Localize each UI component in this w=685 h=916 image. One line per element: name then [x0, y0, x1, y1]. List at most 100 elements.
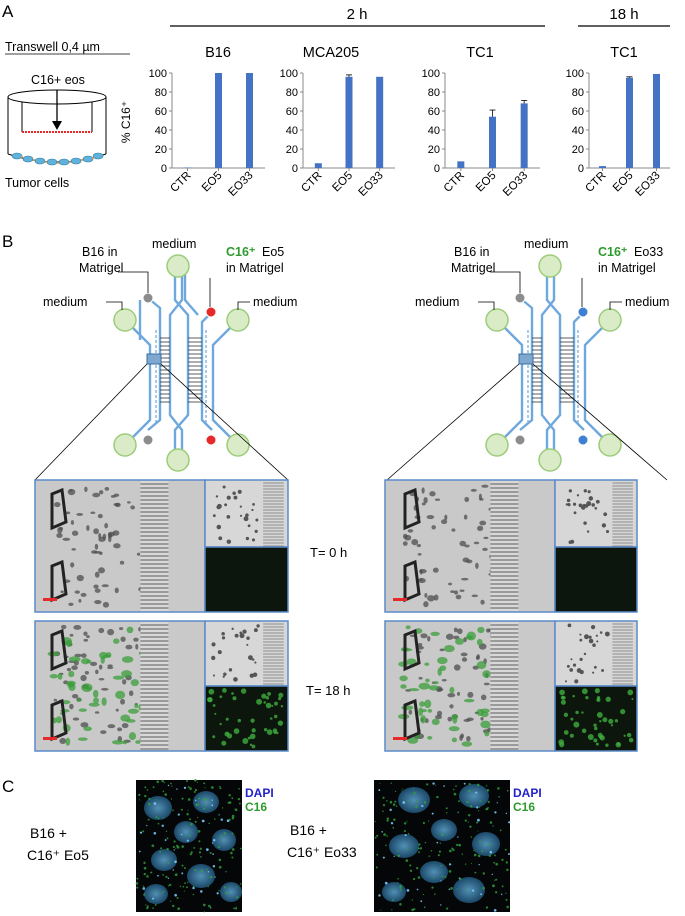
c16-signal [395, 805, 398, 807]
nucleus [389, 834, 419, 858]
c16-signal [399, 886, 402, 889]
c16-signal [175, 847, 177, 849]
dapi-speck [205, 848, 209, 852]
c16-signal [182, 885, 185, 888]
y-tick-label: 60 [572, 106, 584, 118]
dapi-speck [174, 860, 177, 864]
c16-signal [184, 882, 187, 885]
left-cells-label-2: Matrigel [79, 261, 123, 275]
chart-title-b16: B16 [205, 45, 231, 61]
left-eos-prefix: C16⁺ [226, 245, 256, 259]
transwell-diagram [7, 89, 107, 166]
dapi-speck [192, 886, 195, 890]
c16-signal [239, 883, 242, 885]
c16-signal [477, 854, 481, 858]
dapi-speck [177, 813, 180, 816]
c16-signal [501, 885, 504, 888]
chart-title-tc1-2h: TC1 [466, 45, 493, 61]
c16-signal [187, 798, 191, 801]
microscopy-inset [204, 685, 289, 752]
c16-signal [143, 872, 146, 876]
c16-signal [171, 785, 173, 787]
c16-signal [380, 909, 382, 911]
chart-title-mca205: MCA205 [303, 45, 359, 61]
dapi-speck [393, 855, 395, 858]
c16-signal [386, 817, 390, 820]
c16-signal [166, 837, 169, 840]
c16-signal [188, 834, 191, 837]
y-axis-label: % C16⁺ [119, 101, 133, 143]
c16-signal [197, 817, 199, 819]
left-medium-right-label: medium [253, 295, 297, 309]
c16-signal [208, 904, 211, 908]
c16-signal [190, 851, 193, 854]
dapi-speck [161, 824, 164, 828]
c16-signal [419, 847, 423, 850]
panel-c-letter: C [2, 777, 14, 796]
dapi-speck [164, 839, 167, 841]
microscopy-inset [204, 546, 289, 613]
c16-signal [165, 875, 168, 879]
c16-signal [148, 797, 151, 801]
c16-signal [413, 908, 416, 911]
c16-signal [391, 898, 395, 901]
c16-signal [469, 804, 473, 808]
c16-signal [411, 899, 414, 901]
chip-diagram-left [34, 254, 289, 481]
c16-signal [186, 812, 189, 816]
nucleus [193, 791, 219, 813]
c16-signal [186, 886, 188, 889]
dapi-speck [138, 850, 141, 853]
c16-signal [409, 864, 412, 867]
dapi-speck [211, 799, 214, 801]
c16-signal [231, 832, 234, 835]
dapi-speck [381, 831, 383, 833]
c16-signal [181, 845, 184, 848]
c16-signal [440, 864, 443, 867]
group-label-2h: 2 h [347, 6, 368, 23]
nucleus [212, 829, 236, 851]
nucleus [453, 877, 485, 903]
c16-signal [161, 779, 164, 783]
dapi-speck [420, 900, 423, 903]
nucleus [144, 884, 168, 904]
dapi-speck [389, 808, 392, 812]
bar-eo33 [246, 73, 253, 168]
c16-signal [394, 800, 397, 803]
dapi-speck [139, 831, 143, 834]
c16-signal [189, 787, 192, 790]
c16-signal [181, 797, 184, 800]
c16-signal [188, 818, 191, 821]
microscopy-inset [204, 479, 289, 548]
time-label-18h: T= 18 h [306, 683, 350, 698]
c16-signal [147, 818, 150, 821]
c16-signal [220, 835, 223, 838]
right-cells-label-2: Matrigel [451, 261, 495, 275]
c16-signal [176, 844, 179, 847]
c16-signal [200, 869, 204, 873]
x-tick-label: CTR [299, 170, 324, 195]
dapi-speck [508, 821, 511, 824]
c16-signal [473, 849, 475, 852]
c16-signal [406, 820, 408, 822]
c16-signal [493, 861, 496, 864]
c16-signal [431, 886, 434, 889]
dapi-speck [458, 877, 461, 879]
c16-signal [204, 804, 207, 807]
dapi-speck [443, 785, 445, 787]
c16-signal [468, 782, 471, 786]
c16-signal [494, 879, 496, 881]
dapi-speck [402, 801, 406, 804]
c16-signal [415, 867, 419, 870]
c16-signal [406, 848, 409, 850]
c16-signal [479, 800, 482, 802]
c16-signal [152, 907, 154, 909]
c16-signal [424, 841, 427, 844]
microscopy-tile [34, 620, 206, 752]
c16-signal [486, 788, 490, 792]
c16-signal [446, 907, 449, 910]
c16-signal [237, 797, 241, 801]
dapi-speck [431, 812, 434, 815]
c16-signal [143, 861, 146, 865]
